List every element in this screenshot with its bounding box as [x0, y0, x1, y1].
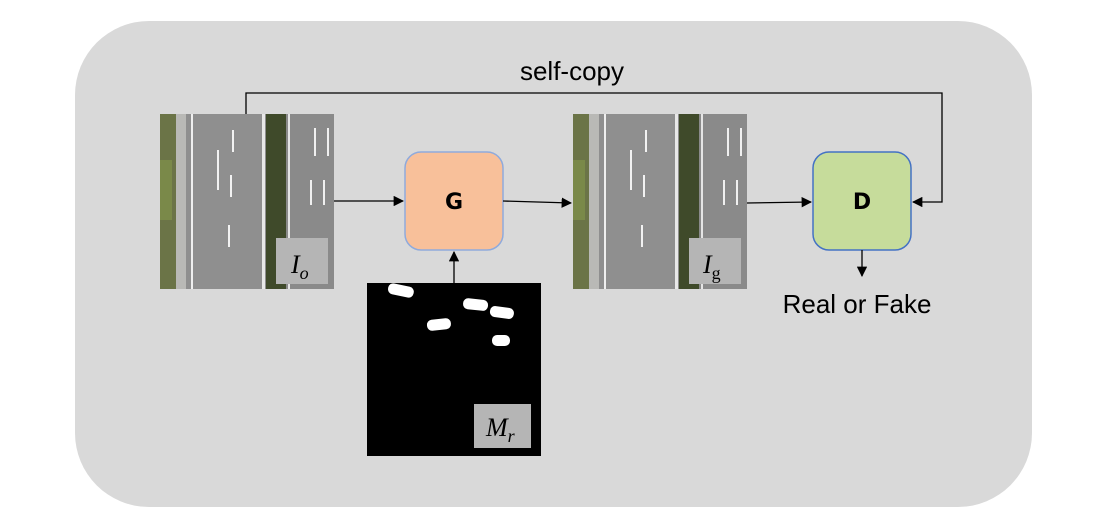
original-image-label-box: [276, 238, 328, 284]
self-copy-label: self-copy: [520, 56, 624, 86]
generated-image-label: Ig: [702, 250, 721, 283]
original-image-label: Io: [290, 250, 309, 283]
generator-label: G: [445, 190, 463, 215]
arrow-self-copy: [245, 92, 943, 208]
mask-image: [367, 283, 541, 456]
mask-image-label-box: [474, 404, 531, 448]
arrow-generator-to-generated: [502, 197, 573, 208]
generated-road-image: [573, 114, 747, 289]
mask-image-label: Mr: [485, 413, 516, 446]
original-road-image: [160, 114, 334, 289]
arrow-generated-to-discriminator: [746, 196, 813, 208]
discriminator-output-label: Real or Fake: [783, 289, 932, 319]
discriminator-label: D: [853, 190, 871, 215]
generated-image-label-box: [689, 238, 741, 284]
